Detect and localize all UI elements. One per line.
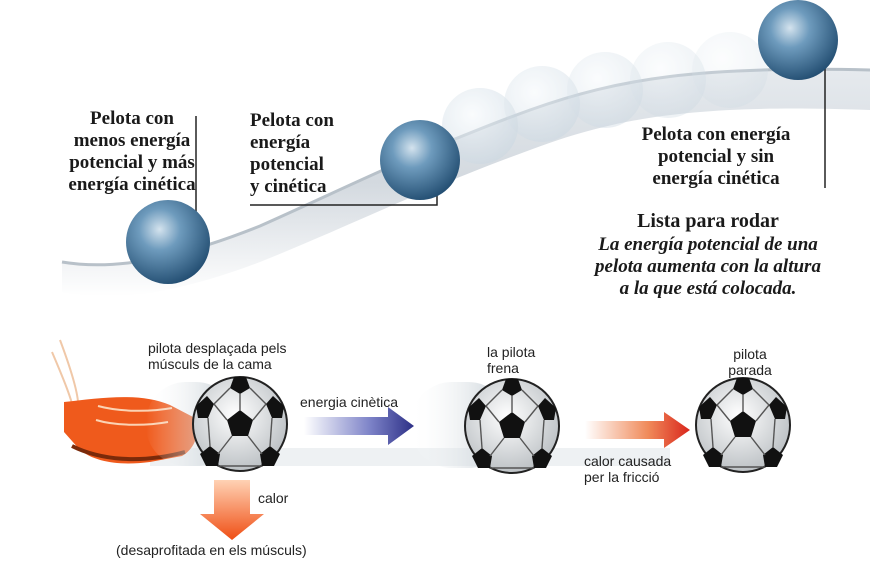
label-ball-stopped: pilota parada [720, 346, 780, 378]
soccer-ball-2 [464, 378, 560, 474]
kinetic-arrow [304, 407, 414, 445]
label-friction-line-2: per la fricció [584, 469, 660, 485]
label-mid-line-1: Pelota con [250, 110, 334, 131]
note-line-3: a la que está colocada. [619, 278, 797, 299]
label-low-line-1: Pelota con [90, 108, 174, 129]
label-mid-line-4: y cinética [250, 176, 327, 197]
soccer-ball-3 [695, 377, 791, 473]
ball-mid [380, 120, 460, 200]
label-mid-energy: Pelota con energía potencial y cinética [250, 110, 390, 198]
label-low-energy: Pelota con menos energía potencial y más… [62, 108, 202, 196]
label-kinetic-energy: energia cinètica [300, 394, 399, 410]
note-line-1: La energía potencial de una [598, 234, 818, 255]
label-high-line-1: Pelota con energía [641, 124, 791, 145]
note: La energía potencial de una pelota aumen… [548, 234, 868, 300]
label-heat: calor [258, 490, 289, 506]
ball-low [126, 200, 210, 284]
label-mid-line-3: potencial [250, 154, 324, 175]
friction-arrow [585, 412, 690, 448]
note-line-2: pelota aumenta con la altura [595, 256, 821, 277]
label-ball-brakes-line-2: frena [487, 360, 519, 376]
label-ball-pushed: pilota desplaçada pels músculs de la cam… [148, 340, 328, 372]
label-high-energy: Pelota con energía potencial y sin energ… [612, 124, 820, 190]
label-heat-wasted: (desaprofitada en els músculs) [116, 542, 307, 558]
label-high-line-2: potencial y sin [657, 146, 775, 167]
label-mid-line-2: energía [250, 132, 311, 153]
label-friction-heat: calor causada per la fricció [584, 453, 704, 485]
label-low-line-4: energía cinética [68, 174, 196, 195]
label-ball-pushed-line-1: pilota desplaçada pels [148, 340, 287, 356]
label-ball-stopped-line-1: pilota [733, 346, 767, 362]
heat-arrow [200, 480, 264, 540]
ball-trail [442, 32, 768, 164]
label-ball-brakes-line-1: la pilota [487, 344, 536, 360]
label-high-line-3: energía cinética [652, 168, 780, 189]
label-low-line-2: menos energía [73, 130, 191, 151]
label-friction-line-1: calor causada [584, 453, 672, 469]
soccer-ball-1 [192, 376, 288, 472]
heading: Lista para rodar [637, 210, 779, 232]
label-ball-brakes: la pilota frena [487, 344, 567, 376]
hill-surface [62, 69, 870, 297]
ball-high [758, 0, 838, 80]
label-low-line-3: potencial y más [69, 152, 195, 173]
label-ball-pushed-line-2: músculs de la cama [148, 356, 272, 372]
label-ball-stopped-line-2: parada [728, 362, 772, 378]
